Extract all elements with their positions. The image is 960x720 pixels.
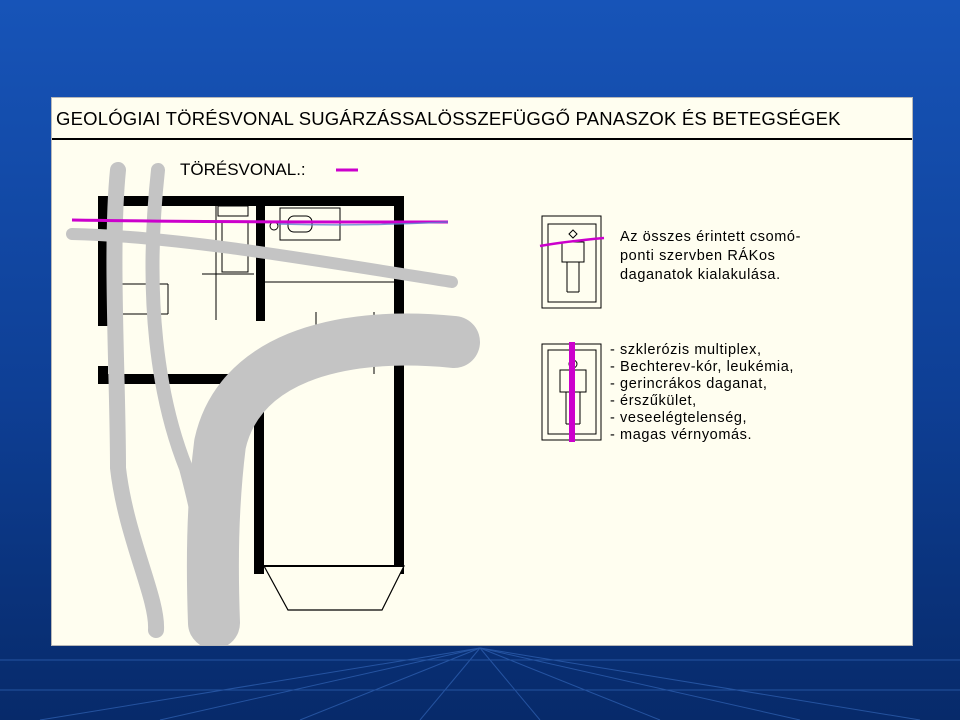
legend-bottom-line: - Bechterev-kór, leukémia, [610,359,795,375]
legend-bottom-line: - veseelégtelenség, [610,410,748,426]
legend-bottom-line: - szklerózis multiplex, [610,342,762,358]
bottom-structure [262,565,405,611]
legend-figure-bottom [541,342,602,442]
legend-bottom-text: - szklerózis multiplex, - Bechterev-kór,… [610,342,794,444]
floor-plan-diagram [66,162,605,645]
legend-top-line: Az összes érintett csomó- [620,229,801,245]
legend-top-line: ponti szervben RÁKos [620,248,776,264]
legend-bottom-line: - magas vérnyomás. [610,427,753,443]
legend-top-line: daganatok kialakulása. [620,267,781,283]
title-underline [52,138,912,140]
building-walls [98,196,404,574]
legend-bottom-line: - gerincrákos daganat, [610,376,768,392]
diagram-panel: GEOLÓGIAI TÖRÉSVONAL SUGÁRZÁSSALÖSSZEFÜG… [51,97,913,646]
radiation-bands [66,162,480,645]
legend-top-text: Az összes érintett csomó- ponti szervben… [620,228,801,285]
legend-figure-top [539,215,605,309]
fault-line-legend-label: TÖRÉSVONAL.: [180,160,306,179]
fault-line [71,218,449,226]
page-title: GEOLÓGIAI TÖRÉSVONAL SUGÁRZÁSSALÖSSZEFÜG… [56,108,841,129]
legend-bottom-line: - érszűkület, [610,393,697,409]
